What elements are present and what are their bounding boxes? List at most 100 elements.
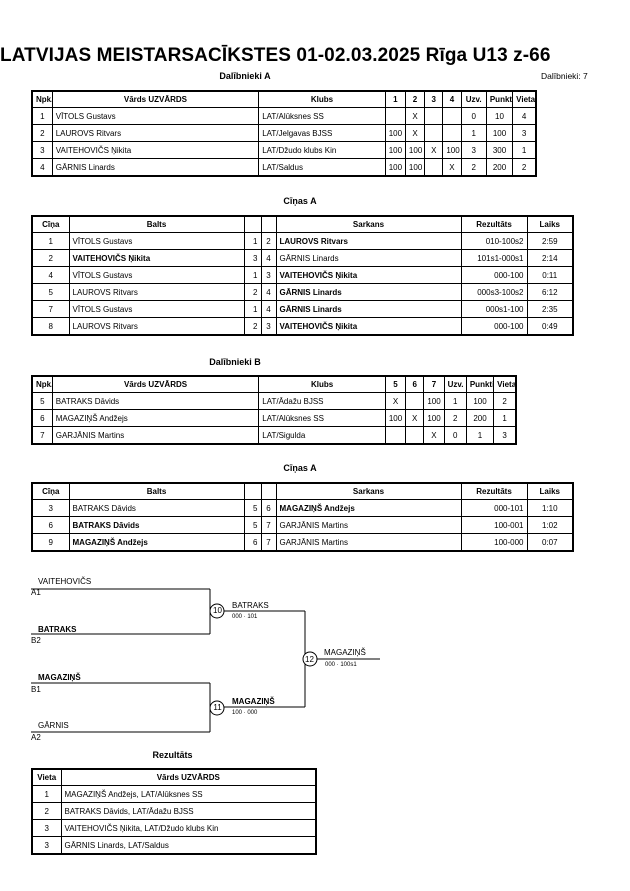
table-cell: MAGAZIŅŠ Andžejs	[275, 499, 462, 517]
table-cell: 2	[512, 158, 537, 177]
table-cell: 000-100	[460, 317, 528, 336]
column-header: Uzv.	[443, 375, 467, 393]
table-cell: 1	[31, 232, 70, 250]
table-cell: VAITEHOVIČS Ņikita	[275, 317, 462, 336]
table-cell: 6	[260, 499, 277, 517]
table-cell: GARJĀNIS Martins	[51, 426, 260, 445]
column-header: 7	[423, 375, 445, 393]
column-header: Rezultāts	[460, 482, 528, 500]
column-header: 4	[442, 90, 462, 108]
fights-a-heading: Cīņas A	[283, 196, 317, 206]
match-11-number: 11	[213, 703, 222, 712]
column-header: Vieta	[493, 375, 517, 393]
bracket-a1-name: VAITEHOVIČS	[38, 577, 92, 586]
table-cell: X	[404, 107, 426, 125]
column-header: 5	[384, 375, 407, 393]
column-header: Vieta	[512, 90, 537, 108]
column-header: Sarkans	[275, 482, 462, 500]
match-10-score: 000 · 101	[232, 614, 258, 620]
match-12-winner: MAGAZIŅŠ	[324, 648, 366, 657]
column-header: Npk.	[31, 375, 53, 393]
table-cell: LAUROVS Ritvars	[68, 283, 245, 301]
column-header: Rezultāts	[460, 215, 528, 233]
match-10-circle	[209, 603, 225, 619]
table-cell: 010-100s2	[460, 232, 528, 250]
table-cell: 0	[460, 107, 487, 125]
table-cell: GĀRNIS Linards, LAT/Saldus	[60, 836, 317, 855]
results-heading: Rezultāts	[152, 750, 193, 760]
table-cell	[384, 107, 406, 125]
table-cell: 200	[485, 158, 514, 177]
column-header: Vieta	[31, 768, 62, 786]
table-cell: 2	[31, 124, 53, 142]
table-cell: 0:49	[526, 317, 574, 336]
page-title: LATVIJAS MEISTARSACĪKSTES 01-02.03.2025 …	[0, 45, 551, 66]
table-cell: 1	[493, 409, 517, 427]
column-header	[243, 215, 262, 233]
table-cell: 000-101	[460, 499, 528, 517]
table-cell: 5	[243, 499, 262, 517]
table-cell: 8	[31, 317, 70, 336]
table-cell: 1:02	[526, 516, 574, 534]
column-header	[260, 482, 277, 500]
table-cell: 100-001	[460, 516, 528, 534]
table-cell: VAITEHOVIČS Ņikita	[51, 141, 260, 159]
table-cell: GARJĀNIS Martins	[275, 533, 462, 552]
match-11-winner: MAGAZIŅŠ	[232, 697, 275, 706]
table-cell: 100	[384, 141, 406, 159]
column-header: Balts	[68, 215, 245, 233]
table-cell: 0:11	[526, 266, 574, 284]
column-header: Sarkans	[275, 215, 462, 233]
table-cell: X	[423, 426, 445, 445]
participant-count: Dalībnieki: 7	[541, 71, 588, 81]
bracket-lines	[31, 588, 380, 733]
table-cell: 1	[460, 124, 487, 142]
table-cell: 3	[512, 124, 537, 142]
table-cell: 4	[260, 300, 277, 318]
table-cell: 7	[31, 300, 70, 318]
table-cell: LAT/Ādažu BJSS	[258, 392, 386, 410]
table-cell: 1	[243, 300, 262, 318]
table-cell: 100	[465, 392, 495, 410]
table-cell: 6:12	[526, 283, 574, 301]
match-12-circle	[302, 651, 318, 667]
table-cell: LAUROVS Ritvars	[275, 232, 462, 250]
column-header: Laiks	[526, 215, 574, 233]
table-cell: 100	[384, 124, 406, 142]
table-cell: 5	[31, 392, 53, 410]
table-cell: MAGAZIŅŠ Andžejs, LAT/Alūksnes SS	[60, 785, 317, 803]
table-cell: 1	[243, 266, 262, 284]
table-cell: 100	[384, 409, 407, 427]
column-header: Klubs	[258, 90, 386, 108]
table-cell: 3	[31, 141, 53, 159]
table-cell: 2	[443, 409, 467, 427]
table-cell: 2	[31, 249, 70, 267]
table-cell: VĪTOLS Gustavs	[68, 300, 245, 318]
table-cell: 3	[460, 141, 487, 159]
table-cell: X	[404, 124, 426, 142]
table-cell: VAITEHOVIČS Ņikita	[275, 266, 462, 284]
table-cell: VĪTOLS Gustavs	[68, 232, 245, 250]
column-header: Laiks	[526, 482, 574, 500]
table-cell: 6	[31, 409, 53, 427]
column-header: Punkti	[465, 375, 495, 393]
table-cell: 0:07	[526, 533, 574, 552]
table-cell: 100	[404, 158, 426, 177]
table-cell: GĀRNIS Linards	[275, 300, 462, 318]
table-cell: 2	[243, 283, 262, 301]
table-cell: X	[405, 409, 425, 427]
table-cell: MAGAZIŅŠ Andžejs	[68, 533, 245, 552]
table-cell: BATRAKS Dāvids, LAT/Ādažu BJSS	[60, 802, 317, 820]
